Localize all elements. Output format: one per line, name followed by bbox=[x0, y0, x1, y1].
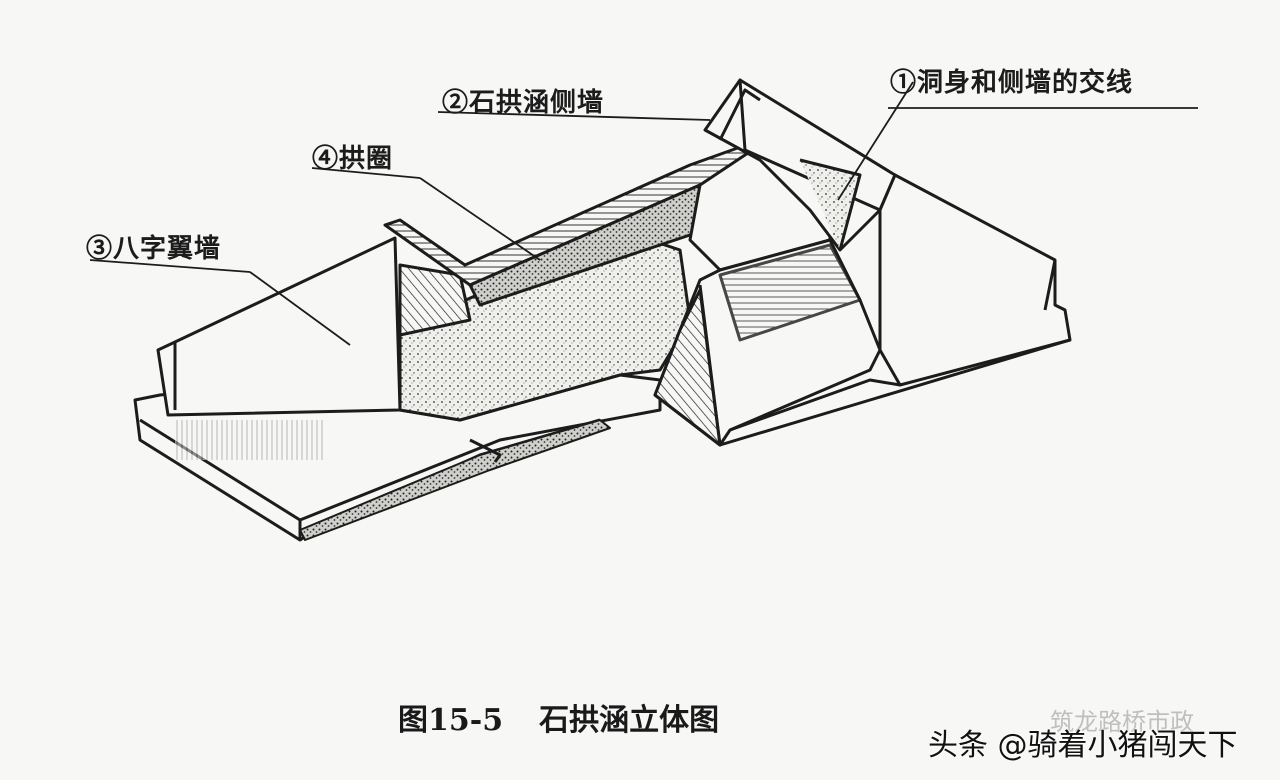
label-text: 石拱涵侧墙 bbox=[469, 88, 605, 118]
label-marker: ④ bbox=[312, 144, 340, 174]
figure-number: 图15-5 bbox=[398, 703, 504, 738]
watermark-faint: 筑龙路桥市政 bbox=[1050, 708, 1194, 736]
label-text: 八字翼墙 bbox=[113, 234, 222, 264]
leader-lines bbox=[89, 81, 1198, 346]
label-1-intersection-line: ①洞身和侧墙的交线 bbox=[890, 62, 1133, 99]
figure-title: 石拱涵立体图 bbox=[539, 703, 720, 738]
label-marker: ① bbox=[890, 68, 918, 98]
label-4-arch-ring: ④拱圈 bbox=[312, 138, 393, 175]
watermark: 头条 @骑着小猪闯天下 bbox=[928, 728, 1238, 763]
label-text: 洞身和侧墙的交线 bbox=[917, 68, 1134, 98]
label-2-side-wall: ②石拱涵侧墙 bbox=[442, 82, 604, 119]
label-marker: ③ bbox=[86, 234, 114, 264]
figure-caption: 图15-5 石拱涵立体图 bbox=[398, 695, 719, 739]
culvert-outline bbox=[133, 78, 1072, 542]
label-3-wing-wall: ③八字翼墙 bbox=[86, 228, 221, 265]
label-marker: ② bbox=[442, 88, 470, 118]
label-text: 拱圈 bbox=[339, 144, 394, 174]
